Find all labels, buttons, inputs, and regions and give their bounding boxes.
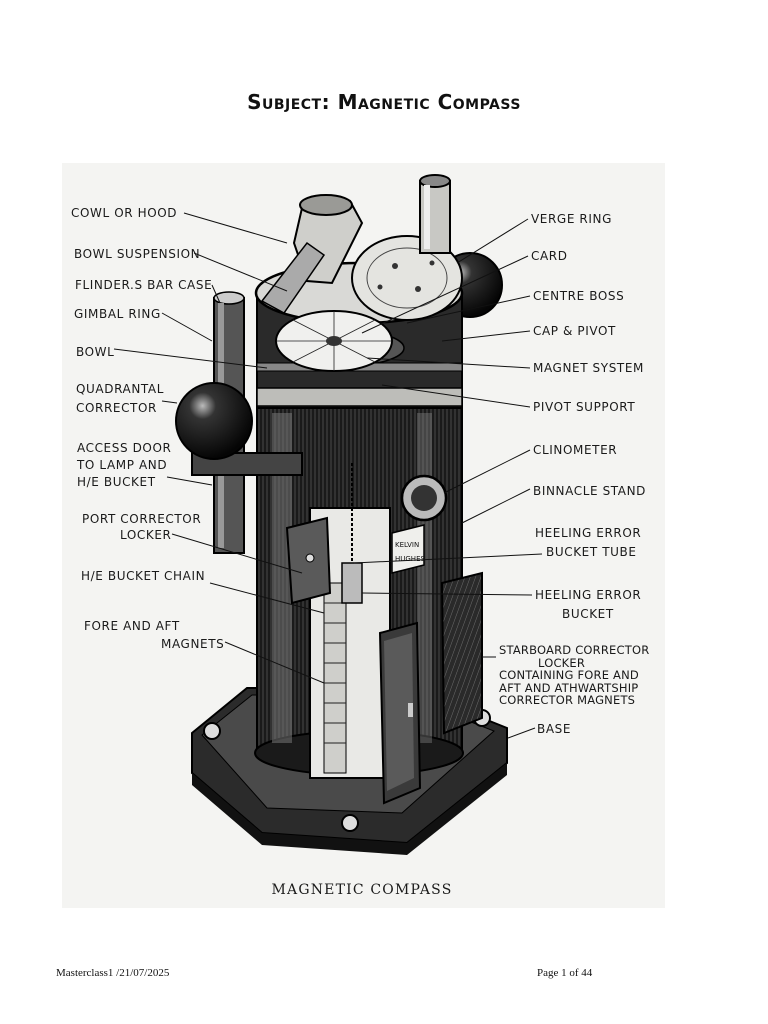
label-pivot-support: PIVOT SUPPORT (533, 400, 636, 414)
leader-lines (113, 212, 543, 739)
port-corrector-locker (285, 516, 332, 605)
label-quadrantal-corrector-2: CORRECTOR (76, 401, 157, 415)
label-starboard-4: AFT AND ATHWARTSHIP (499, 681, 639, 695)
label-flinders-bar-case: FLINDER.S BAR CASE (75, 278, 213, 292)
access-door-opening (309, 463, 391, 779)
clinometer-dial (400, 474, 448, 522)
page-title: Subject: Magnetic Compass (247, 90, 521, 114)
label-verge-ring: VERGE RING (531, 212, 612, 226)
label-fore-aft-1: FORE AND AFT (84, 619, 180, 633)
label-starboard-1: STARBOARD CORRECTOR (499, 643, 650, 657)
label-cap-pivot: CAP & PIVOT (533, 324, 616, 338)
label-port-corrector-1: PORT CORRECTOR (82, 512, 202, 526)
label-heeling-tube-1: HEELING ERROR (535, 526, 642, 540)
label-heeling-bucket-1: HEELING ERROR (535, 588, 642, 602)
quadrantal-corrector (175, 382, 303, 476)
label-access-door-2: TO LAMP AND (77, 458, 168, 472)
label-card: CARD (531, 249, 568, 263)
label-binnacle-stand: BINNACLE STAND (533, 484, 647, 498)
label-he-bucket-chain: H/E BUCKET CHAIN (81, 569, 206, 583)
label-bowl-suspension: BOWL SUSPENSION (74, 247, 201, 261)
label-access-door-3: H/E BUCKET (77, 475, 156, 489)
compass-illustration: KELVIN HUGHES (62, 163, 665, 908)
cowl-hood (260, 194, 364, 314)
label-starboard-3: CONTAINING FORE AND (499, 668, 639, 682)
figure-caption: MAGNETIC COMPASS (271, 882, 453, 898)
footer-page-number: Page 1 of 44 (537, 967, 593, 979)
label-starboard-5: CORRECTOR MAGNETS (499, 693, 636, 707)
label-cowl-or-hood: COWL OR HOOD (71, 206, 178, 220)
maker-plate-line-2: HUGHES (395, 555, 425, 563)
label-centre-boss: CENTRE BOSS (533, 289, 625, 303)
footer-document-id: Masterclass1 /21/07/2025 (56, 967, 170, 979)
label-port-corrector-2: LOCKER (120, 528, 172, 542)
starboard-corrector-locker (440, 571, 483, 735)
label-heeling-tube-2: BUCKET TUBE (546, 545, 637, 559)
label-quadrantal-corrector-1: QUADRANTAL (76, 382, 165, 396)
label-fore-aft-2: MAGNETS (161, 637, 225, 651)
label-gimbal-ring: GIMBAL RING (74, 307, 161, 321)
label-bowl: BOWL (76, 345, 115, 359)
maker-plate-line-1: KELVIN (395, 541, 419, 549)
maker-plate: KELVIN HUGHES (391, 524, 425, 574)
label-starboard-2: LOCKER (538, 656, 586, 670)
label-magnet-system: MAGNET SYSTEM (533, 361, 644, 375)
compass-card (275, 310, 393, 372)
label-clinometer: CLINOMETER (533, 443, 618, 457)
lamp-chimney (419, 174, 451, 254)
binnacle-drawing: KELVIN HUGHES (62, 163, 665, 908)
label-access-door-1: ACCESS DOOR (77, 441, 172, 455)
label-heeling-bucket-2: BUCKET (562, 607, 614, 621)
label-base: BASE (537, 722, 572, 736)
open-door-panel (378, 621, 422, 805)
